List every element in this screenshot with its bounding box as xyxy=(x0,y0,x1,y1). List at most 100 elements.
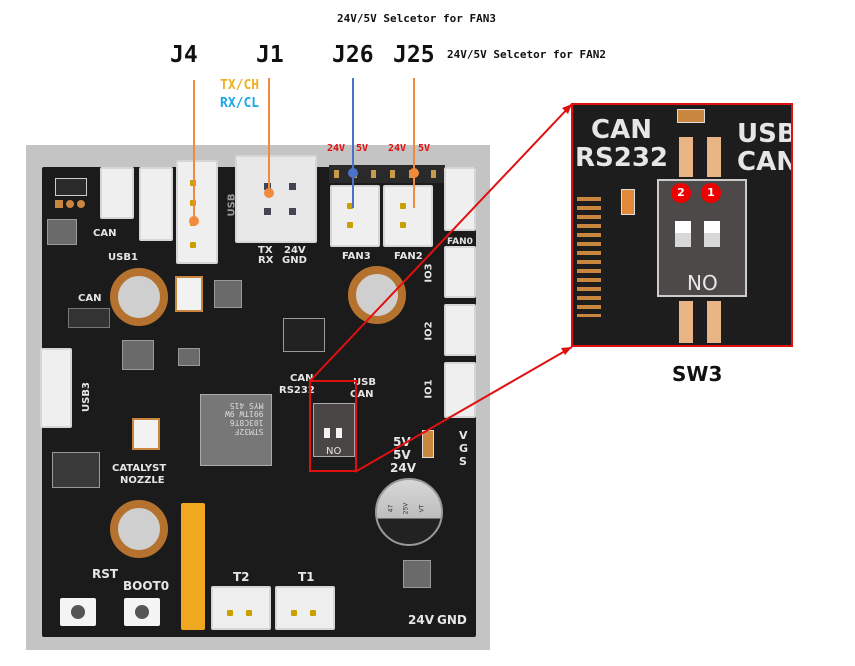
fan2-connector xyxy=(383,185,433,247)
catalyst-crystal xyxy=(132,418,160,450)
via-pad xyxy=(77,200,85,208)
t1-pin xyxy=(291,610,297,616)
sw3-highlight-box xyxy=(309,380,357,472)
zoom-can-label: CAN xyxy=(591,115,652,145)
silk-s: S xyxy=(459,455,467,468)
io3-connector xyxy=(444,246,476,298)
silk-24v-bottom: 24V xyxy=(408,613,434,627)
silk-fan3: FAN3 xyxy=(342,251,371,262)
via-pad xyxy=(66,200,74,208)
dip-toggle[interactable] xyxy=(324,428,330,438)
j25-5v-label: 5V xyxy=(418,143,431,154)
silk-rst: RST xyxy=(92,567,119,581)
usb3-connector xyxy=(40,348,72,428)
silk-sw-rs232: RS232 xyxy=(279,385,315,396)
dip-switch-sw3[interactable] xyxy=(313,403,355,457)
silk-24v-sel: 24V xyxy=(390,461,416,475)
t2-pin xyxy=(227,610,233,616)
header-pin xyxy=(431,170,436,178)
silk-sw-can2: CAN xyxy=(350,389,374,400)
fan2-selector-note: 24V/5V Selcetor for FAN2 xyxy=(447,48,606,61)
silk-sw-usb: USB xyxy=(353,377,376,388)
fan3-connector xyxy=(330,185,380,247)
silk-5v-a: 5V xyxy=(393,435,411,449)
zoom-toggle-1[interactable] xyxy=(704,221,720,247)
zoom-switch-no-label: NO xyxy=(687,271,718,295)
silk-nozzle: NOZZLE xyxy=(120,475,165,486)
j4-label: J4 xyxy=(170,42,198,68)
j1-pin xyxy=(264,183,271,190)
can-terminator-header xyxy=(68,308,110,328)
j26-leader-dot xyxy=(348,168,358,178)
silk-t1: T1 xyxy=(298,570,315,584)
silk-24v: 24V xyxy=(284,245,306,256)
callout-arrow-bottom xyxy=(561,347,572,355)
j1-connector xyxy=(235,155,317,243)
fan2-pin xyxy=(400,222,406,228)
callout-line-top xyxy=(308,103,573,383)
j1-pin xyxy=(289,183,296,190)
zoom-switch-pad xyxy=(679,301,693,343)
mounting-hole xyxy=(110,268,168,326)
callout-line-bottom xyxy=(354,346,573,473)
j1-tx-label: TX/CH xyxy=(220,78,260,93)
silk-rx: RX xyxy=(258,255,274,266)
sw3-zoom-panel: CAN RS232 USB CAN 2 1 NO xyxy=(571,103,793,347)
small-ic xyxy=(178,348,200,366)
fan1-connector xyxy=(444,167,476,231)
silk-usb1: USB1 xyxy=(108,252,138,263)
zoom-capacitor xyxy=(621,189,635,215)
electrolytic-capacitor xyxy=(375,478,443,546)
io2-connector xyxy=(444,304,476,356)
silk-gnd-bottom: GND xyxy=(437,613,467,627)
j1-pin xyxy=(264,208,271,215)
sw3-caption: SW3 xyxy=(672,362,723,386)
via-pad xyxy=(55,200,63,208)
t2-pin xyxy=(246,610,252,616)
crystal xyxy=(175,276,203,312)
t2-connector xyxy=(211,586,271,630)
mcu-stm32 xyxy=(200,394,272,466)
j25-24v-label: 24V xyxy=(388,143,407,154)
fan3-pin xyxy=(347,203,353,209)
silk-can-mid: CAN xyxy=(78,293,102,304)
zoom-switch-pad xyxy=(707,301,721,343)
reset-button[interactable] xyxy=(60,598,96,626)
j25-leader-line xyxy=(413,78,415,208)
j26-24v-label: 24V xyxy=(327,143,346,154)
zoom-toggle-2[interactable] xyxy=(675,221,691,247)
zoom-dip-switch[interactable]: 2 1 NO xyxy=(657,179,747,297)
silk-sw-no: NO xyxy=(326,446,342,457)
usb1-connector xyxy=(139,167,173,241)
zoom-switch-pad xyxy=(679,137,693,177)
silk-boot0: BOOT0 xyxy=(123,579,170,593)
boot0-button[interactable] xyxy=(124,598,160,626)
fan2-pin xyxy=(400,203,406,209)
j4-connector xyxy=(176,160,218,264)
io1-connector xyxy=(444,362,476,418)
header-pin xyxy=(371,170,376,178)
t1-connector xyxy=(275,586,335,630)
zoom-switch-1-badge: 1 xyxy=(701,183,721,203)
silk-catalyst: CATALYST xyxy=(112,463,167,474)
can-connector xyxy=(100,167,134,219)
silk-v: V xyxy=(459,429,468,442)
j25-leader-dot xyxy=(409,168,419,178)
fan3-pin xyxy=(347,222,353,228)
silk-5v-b: 5V xyxy=(393,448,411,462)
j1-leader-dot xyxy=(264,188,274,198)
zoom-ic-pins xyxy=(577,197,601,317)
power-inductor xyxy=(403,560,431,588)
inductor xyxy=(47,219,77,245)
dip-toggle[interactable] xyxy=(336,428,342,438)
callout-arrow-top xyxy=(562,104,572,114)
j1-label: J1 xyxy=(256,42,284,68)
j4-leader-dot xyxy=(189,216,199,226)
inductor-large xyxy=(52,452,100,488)
silk-tx: TX xyxy=(258,245,273,256)
regulator-ic xyxy=(122,340,154,370)
reset-button-cap[interactable] xyxy=(71,605,85,619)
silk-fan2: FAN2 xyxy=(394,251,423,262)
boot0-button-cap[interactable] xyxy=(135,605,149,619)
